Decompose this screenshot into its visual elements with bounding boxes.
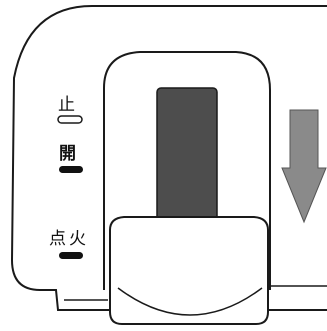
open-indicator xyxy=(59,166,83,173)
ignite-label: 点火 xyxy=(49,229,89,249)
panel-outline xyxy=(10,5,327,311)
open-label: 開 xyxy=(59,144,76,164)
down-arrow-icon xyxy=(281,109,327,224)
ignite-indicator xyxy=(59,252,83,259)
lever-slot xyxy=(156,87,218,221)
stop-indicator xyxy=(57,115,83,124)
lever-knob-grip xyxy=(117,287,263,316)
panel-bottom-edge xyxy=(64,285,327,301)
stop-label: 止 xyxy=(58,95,75,115)
lever-housing xyxy=(103,51,271,290)
lever-knob[interactable] xyxy=(109,216,269,325)
